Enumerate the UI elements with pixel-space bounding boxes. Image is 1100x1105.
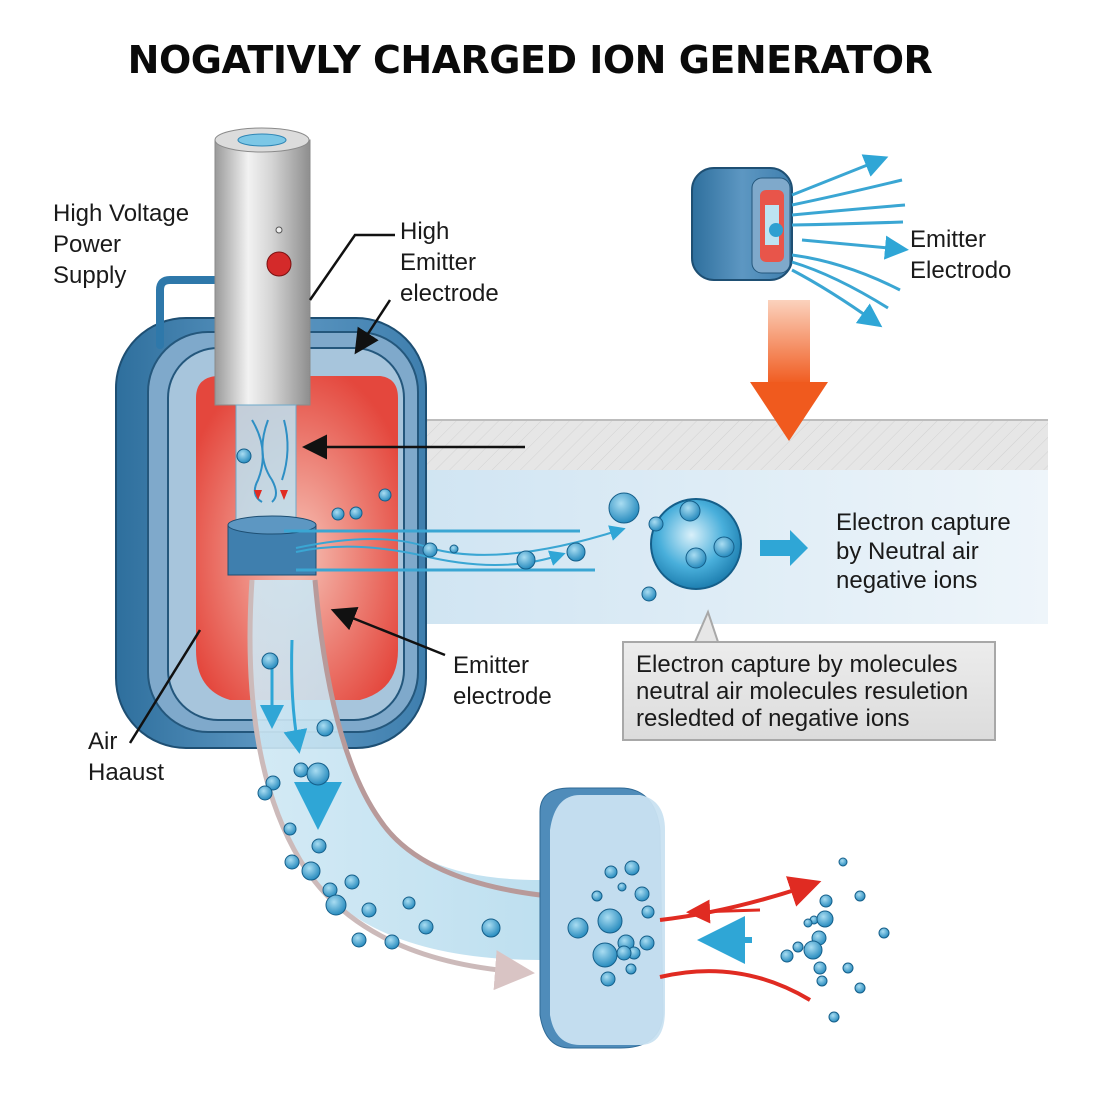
callout-text: Electron capture by molecules neutral ai… <box>636 651 969 732</box>
negative-ion-large <box>650 498 742 590</box>
leader-emitter-electrode <box>330 606 446 657</box>
page-title: NOGATIVLY CHARGED ION GENERATOR <box>127 38 933 82</box>
callout-box: Electron capture by molecules neutral ai… <box>622 641 996 741</box>
outflow <box>659 857 890 1023</box>
label-electron-capture: Electron capture by Neutral air negative… <box>836 509 1011 594</box>
outlet-filter <box>539 787 665 1049</box>
duct-ions <box>257 652 501 950</box>
leader-housing <box>354 299 392 355</box>
label-air-exhaust: Air Haaust <box>88 728 165 786</box>
right-arrow-icon <box>760 530 808 566</box>
label-emitter-electrode: Emitter electrode <box>453 652 552 710</box>
ion-cluster <box>236 448 808 602</box>
label-emitter-electrodo: Emitter Electrodo <box>910 226 1012 284</box>
power-cable <box>156 276 219 349</box>
emitter-electrodo-device <box>691 154 909 441</box>
label-high-emitter-electrode: High Emitter electrode <box>400 218 499 307</box>
leader-high-emitter <box>308 233 395 301</box>
down-arrow-icon <box>750 382 828 441</box>
power-button-icon <box>266 251 292 277</box>
leader-air-exhaust <box>128 629 202 744</box>
callout-pointer <box>694 609 719 643</box>
label-high-voltage-power-supply: High Voltage Power Supply <box>53 200 190 289</box>
exhaust-duct <box>247 579 541 991</box>
indicator-light-icon <box>275 226 283 234</box>
leader-lines <box>128 233 525 744</box>
